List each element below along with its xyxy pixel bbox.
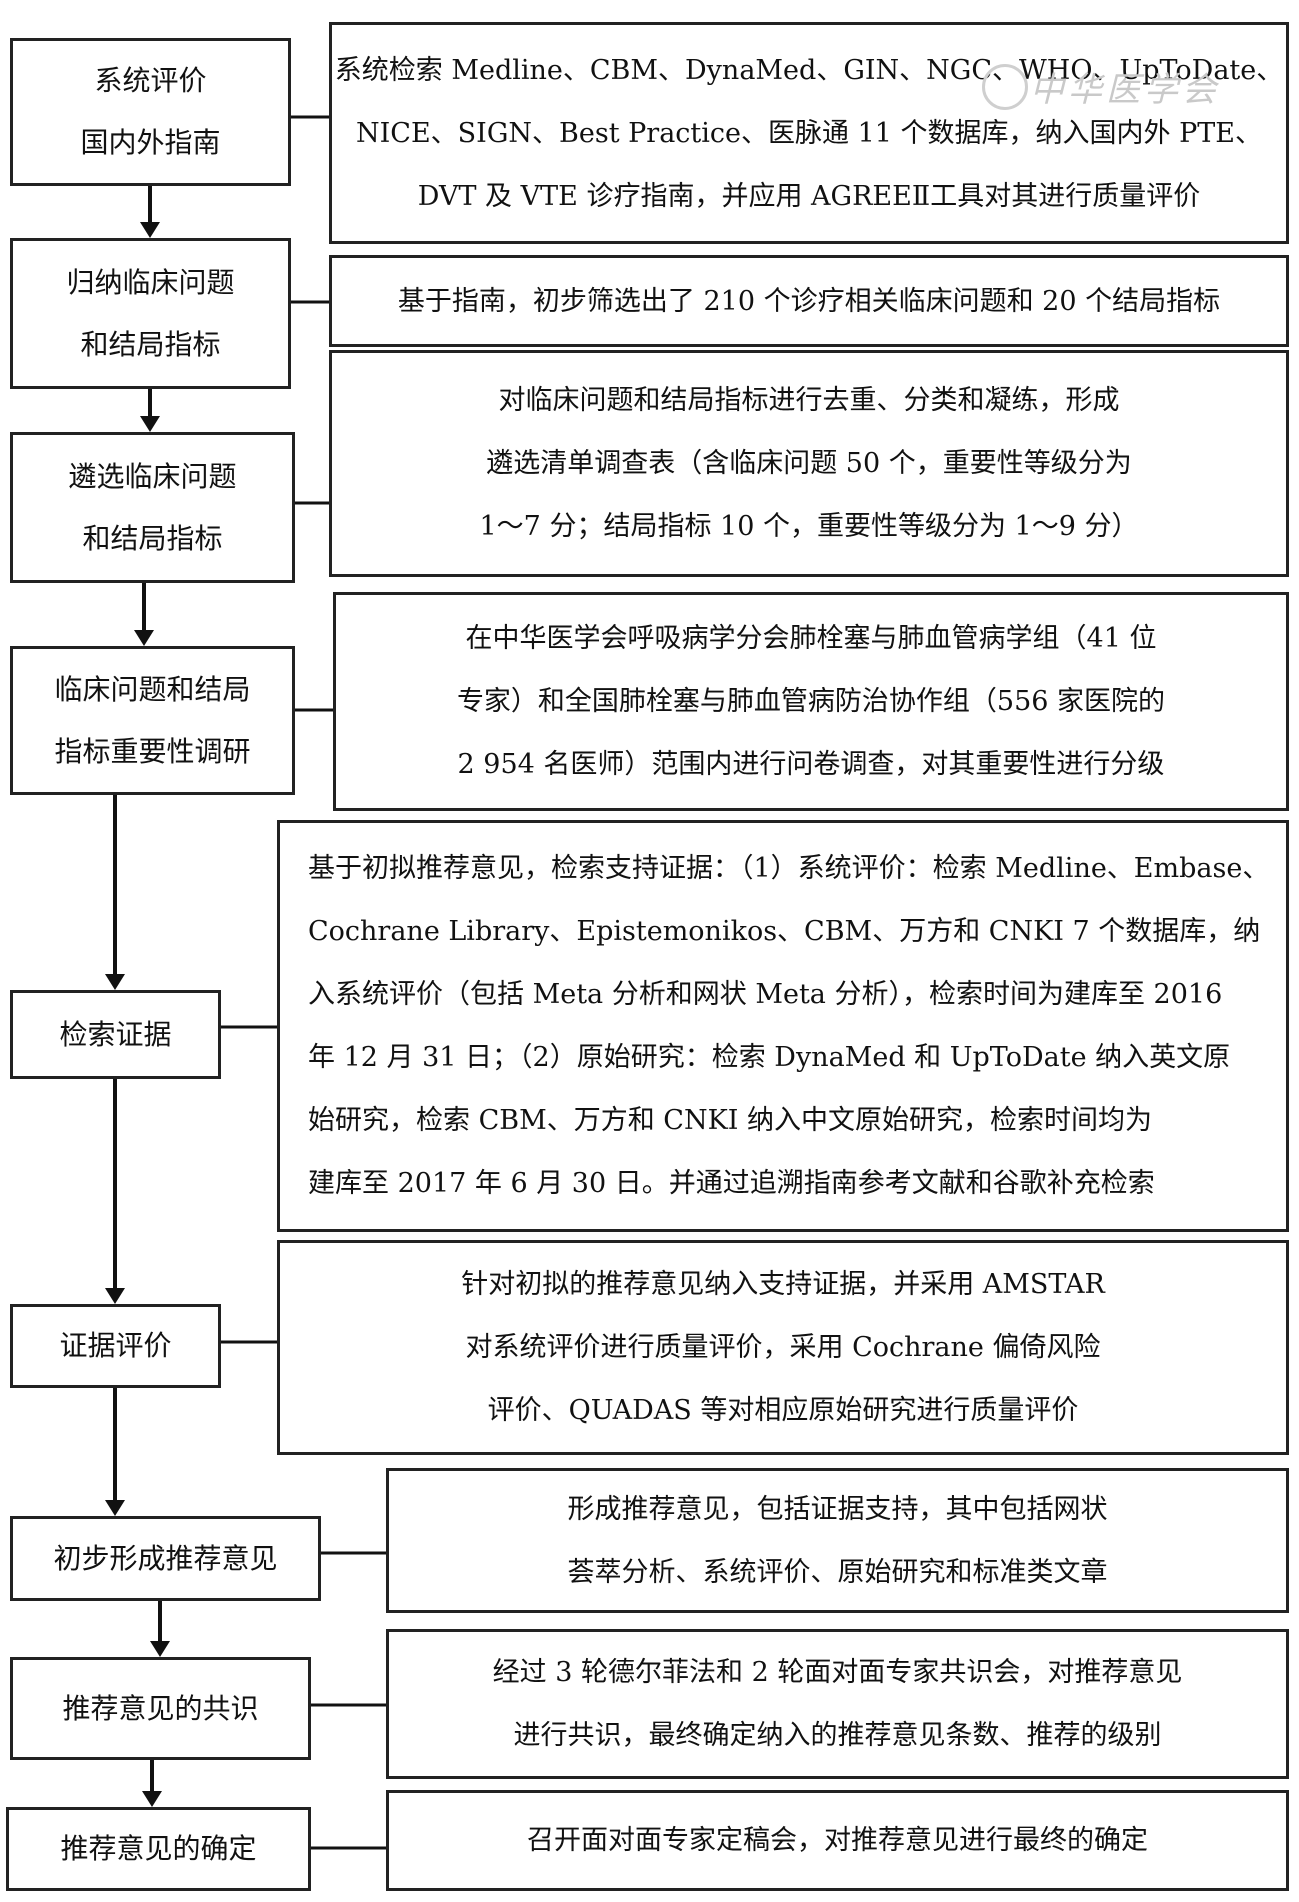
desc-draft-recommendations: 形成推荐意见，包括证据支持，其中包括网状 荟萃分析、系统评价、原始研究和标准类文…	[386, 1468, 1289, 1613]
desc-5-line-5: 始研究，检索 CBM、万方和 CNKI 纳入中文原始研究，检索时间均为	[308, 1105, 1153, 1136]
step-summarize-questions: 归纳临床问题和结局指标	[10, 238, 291, 389]
desc-evidence-evaluation: 针对初拟的推荐意见纳入支持证据，并采用 AMSTAR 对系统评价进行质量评价，采…	[277, 1240, 1289, 1455]
desc-finalize: 召开面对面专家定稿会，对推荐意见进行最终的确定	[386, 1790, 1289, 1891]
desc-6-line-3: 评价、QUADAS 等对相应原始研究进行质量评价	[487, 1395, 1079, 1426]
step-1-line-1: 系统评价	[94, 64, 207, 97]
step-4-line-2: 指标重要性调研	[54, 734, 251, 768]
arrowhead-4	[105, 974, 125, 990]
step-6-label: 证据评价	[59, 1329, 172, 1362]
desc-4-line-1: 在中华医学会呼吸病学分会肺栓塞与肺血管病学组（41 位	[465, 623, 1157, 654]
desc-5-line-6: 建库至 2017 年 6 月 30 日。并通过追溯指南参考文献和谷歌补充检索	[308, 1168, 1155, 1199]
arrowhead-2	[140, 416, 160, 432]
desc-1-line-3: DVT 及 VTE 诊疗指南，并应用 AGREEⅡ工具对其进行质量评价	[417, 180, 1201, 212]
step-2-line-1: 归纳临床问题	[66, 265, 235, 299]
desc-5-line-3: 入系统评价（包括 Meta 分析和网状 Meta 分析），检索时间为建库至 20…	[308, 979, 1223, 1010]
step-search-evidence: 检索证据	[10, 990, 221, 1079]
step-draft-recommendations: 初步形成推荐意见	[10, 1516, 321, 1601]
step-evidence-evaluation: 证据评价	[10, 1304, 221, 1388]
desc-6-line-1: 针对初拟的推荐意见纳入支持证据，并采用 AMSTAR	[461, 1269, 1105, 1300]
desc-9-line-1: 召开面对面专家定稿会，对推荐意见进行最终的确定	[527, 1825, 1148, 1856]
desc-systematic-review: 系统检索 Medline、CBM、DynaMed、GIN、NGC、WHO、UpT…	[329, 22, 1289, 244]
desc-3-line-3: 1～7 分；结局指标 10 个，重要性等级分为 1～9 分）	[479, 511, 1139, 542]
desc-5-line-2: Cochrane Library、Epistemonikos、CBM、万方和 C…	[308, 916, 1261, 947]
desc-consensus: 经过 3 轮德尔菲法和 2 轮面对面专家共识会，对推荐意见 进行共识，最终确定纳…	[386, 1629, 1289, 1779]
desc-6-line-2: 对系统评价进行质量评价，采用 Cochrane 偏倚风险	[465, 1332, 1101, 1363]
desc-1-line-2: NICE、SIGN、Best Practice、医脉通 11 个数据库，纳入国内…	[356, 117, 1262, 149]
step-4-line-1: 临床问题和结局	[54, 672, 251, 706]
step-systematic-review: 系统评价国内外指南	[10, 38, 291, 186]
desc-7-line-1: 形成推荐意见，包括证据支持，其中包括网状	[567, 1493, 1108, 1525]
desc-1-line-1: 系统检索 Medline、CBM、DynaMed、GIN、NGC、WHO、UpT…	[334, 54, 1284, 86]
arrowhead-7	[150, 1641, 170, 1657]
step-3-line-1: 遴选临床问题	[68, 459, 237, 493]
desc-8-line-2: 进行共识，最终确定纳入的推荐意见条数、推荐的级别	[513, 1720, 1162, 1751]
desc-4-line-2: 专家）和全国肺栓塞与肺血管病防治协作组（556 家医院的	[456, 686, 1166, 717]
desc-3-line-2: 遴选清单调查表（含临床问题 50 个，重要性等级分为	[486, 448, 1132, 479]
desc-2-line-1: 基于指南，初步筛选出了 210 个诊疗相关临床问题和 20 个结局指标	[397, 285, 1221, 317]
desc-summarize-questions: 基于指南，初步筛选出了 210 个诊疗相关临床问题和 20 个结局指标	[329, 255, 1289, 347]
watermark-text: 中华医学会	[1030, 70, 1220, 110]
arrowhead-5	[105, 1288, 125, 1304]
step-2-line-2: 和结局指标	[80, 327, 221, 361]
desc-5-line-1: 基于初拟推荐意见，检索支持证据：（1）系统评价：检索 Medline、Embas…	[308, 853, 1270, 884]
desc-5-line-4: 年 12 月 31 日；（2）原始研究：检索 DynaMed 和 UpToDat…	[308, 1042, 1231, 1073]
arrowhead-3	[134, 630, 154, 646]
step-7-label: 初步形成推荐意见	[53, 1541, 278, 1575]
step-importance-survey: 临床问题和结局指标重要性调研	[10, 646, 295, 795]
arrowhead-6	[105, 1500, 125, 1516]
desc-7-line-2: 荟萃分析、系统评价、原始研究和标准类文章	[567, 1556, 1108, 1588]
desc-importance-survey: 在中华医学会呼吸病学分会肺栓塞与肺血管病学组（41 位 专家）和全国肺栓塞与肺血…	[333, 592, 1289, 811]
arrowhead-1	[140, 222, 160, 238]
desc-select-questions: 对临床问题和结局指标进行去重、分类和凝练，形成 遴选清单调查表（含临床问题 50…	[329, 350, 1289, 577]
arrowhead-8	[142, 1791, 162, 1807]
step-select-questions: 遴选临床问题和结局指标	[10, 432, 295, 583]
step-3-line-2: 和结局指标	[82, 521, 223, 555]
step-5-label: 检索证据	[59, 1017, 172, 1051]
step-consensus: 推荐意见的共识	[10, 1657, 311, 1760]
desc-4-line-3: 2 954 名医师）范围内进行问卷调查，对其重要性进行分级	[457, 749, 1165, 780]
step-8-label: 推荐意见的共识	[62, 1691, 259, 1725]
step-1-line-2: 国内外指南	[80, 126, 221, 159]
desc-3-line-1: 对临床问题和结局指标进行去重、分类和凝练，形成	[498, 385, 1120, 416]
step-finalize: 推荐意见的确定	[6, 1807, 311, 1891]
desc-8-line-1: 经过 3 轮德尔菲法和 2 轮面对面专家共识会，对推荐意见	[492, 1657, 1183, 1688]
step-9-label: 推荐意见的确定	[60, 1832, 257, 1865]
desc-search-evidence: 基于初拟推荐意见，检索支持证据：（1）系统评价：检索 Medline、Embas…	[277, 820, 1289, 1232]
watermark-seal-icon	[982, 64, 1028, 110]
